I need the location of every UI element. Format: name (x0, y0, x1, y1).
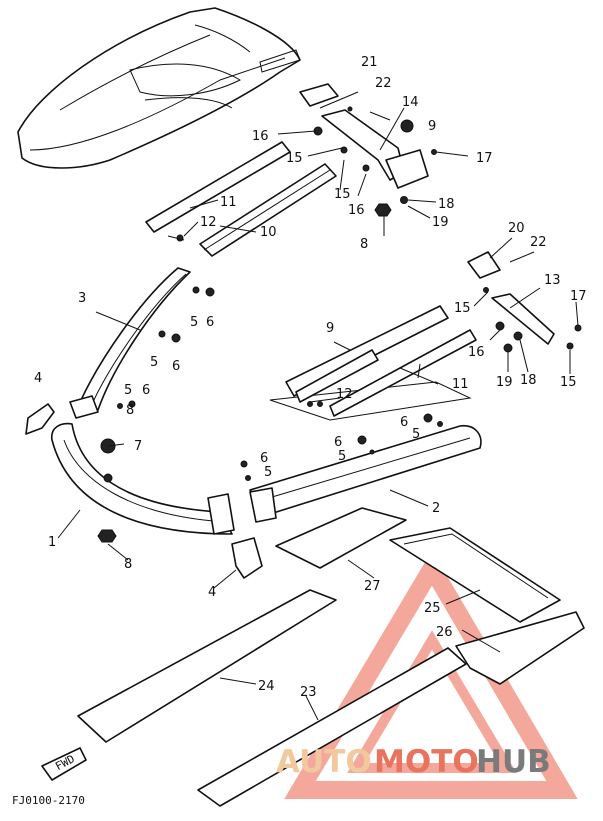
side-rail-left (69, 267, 215, 419)
diagram-code: FJ0100-2170 (12, 794, 85, 807)
callout-22-top: 22 (375, 76, 392, 91)
callout-26: 26 (436, 625, 453, 640)
callout-5-c: 5 (124, 383, 132, 398)
callout-12-mid: 12 (336, 387, 353, 402)
callout-6-c: 6 (142, 383, 150, 398)
callout-4-lower: 4 (208, 585, 216, 600)
callout-6-a: 6 (206, 315, 214, 330)
bracket-4-left (25, 403, 55, 435)
callout-15-right-a: 15 (454, 301, 471, 316)
callout-18-top: 18 (438, 197, 455, 212)
callout-6-d: 6 (260, 451, 268, 466)
side-rail-right (240, 413, 482, 523)
callout-20: 20 (508, 221, 525, 236)
callout-17-right: 17 (570, 289, 587, 304)
callout-8-c: 8 (124, 557, 132, 572)
callout-25: 25 (424, 601, 441, 616)
callout-23: 23 (300, 685, 317, 700)
callout-9-mid: 9 (326, 321, 334, 336)
callout-16-top: 16 (252, 129, 269, 144)
bracket-assembly-right (467, 251, 582, 353)
watermark-moto: MOTO (374, 744, 479, 780)
callout-10: 10 (260, 225, 277, 240)
watermark-text: AUTO MOTO HUB (276, 744, 551, 780)
callout-9-top: 9 (428, 119, 436, 134)
callout-8-top: 8 (360, 237, 368, 252)
callout-22-right: 22 (530, 235, 547, 250)
watermark-auto: AUTO (276, 744, 372, 780)
bracket-assembly-top (299, 83, 437, 217)
fwd-arrow: FWD (41, 747, 87, 781)
callout-5-b: 5 (150, 355, 158, 370)
callout-labels: 21 22 14 9 16 15 17 15 16 18 19 8 11 12 … (34, 55, 587, 700)
callout-5-f: 5 (412, 427, 420, 442)
callout-6-b: 6 (172, 359, 180, 374)
leader-lines (57, 91, 579, 721)
callout-7: 7 (134, 439, 142, 454)
callout-19-top: 19 (432, 215, 449, 230)
callout-4-left: 4 (34, 371, 42, 386)
callout-5-d: 5 (264, 465, 272, 480)
bumper-front (50, 422, 235, 543)
callout-16-right: 16 (468, 345, 485, 360)
callout-3: 3 (78, 291, 86, 306)
callout-6-e: 6 (334, 435, 342, 450)
callout-13: 13 (544, 273, 561, 288)
callout-5-e: 5 (338, 449, 346, 464)
rail-mid-right (269, 305, 477, 421)
bracket-4-lower (231, 537, 263, 579)
callout-11-mid: 11 (452, 377, 469, 392)
callout-16-mid: 16 (348, 203, 365, 218)
callout-24: 24 (258, 679, 275, 694)
callout-1: 1 (48, 535, 56, 550)
hull-deck (17, 7, 301, 169)
watermark-hub: HUB (476, 744, 551, 780)
callout-14: 14 (402, 95, 419, 110)
callout-12-upper: 12 (200, 215, 217, 230)
callout-8-b: 8 (126, 403, 134, 418)
callout-18-right: 18 (520, 373, 537, 388)
callout-5-a: 5 (190, 315, 198, 330)
callout-27: 27 (364, 579, 381, 594)
callout-15-top: 15 (286, 151, 303, 166)
mats (77, 507, 585, 807)
callout-17-top: 17 (476, 151, 493, 166)
callout-11-upper: 11 (220, 195, 237, 210)
callout-15-mid: 15 (334, 187, 351, 202)
callout-15-right-b: 15 (560, 375, 577, 390)
callout-6-f: 6 (400, 415, 408, 430)
rail-upper (145, 141, 337, 257)
callout-19-right: 19 (496, 375, 513, 390)
callout-2: 2 (432, 501, 440, 516)
callout-21: 21 (361, 55, 378, 70)
